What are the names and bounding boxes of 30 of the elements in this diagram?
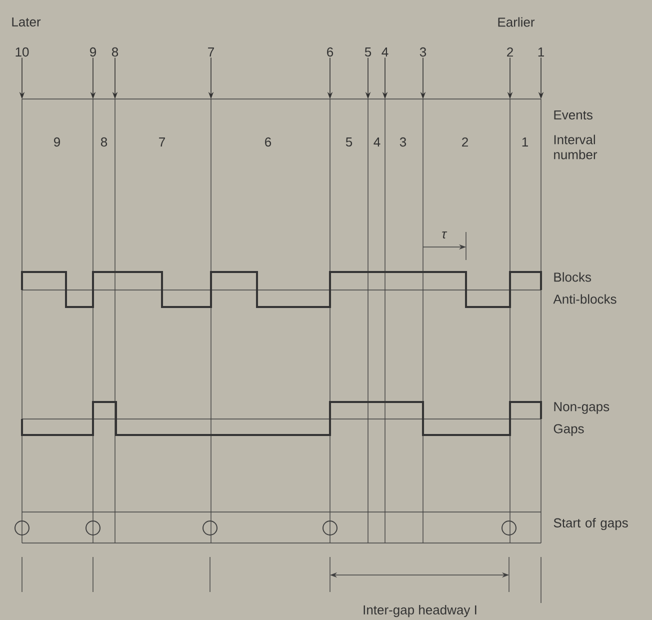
interval-number: 1 — [522, 138, 528, 146]
event-number: 9 — [90, 47, 96, 57]
event-number: 5 — [364, 47, 372, 57]
interval-number: 6 — [265, 137, 272, 147]
signal-label: Non-gaps — [554, 402, 610, 414]
interval-number: 5 — [346, 137, 352, 147]
interval-number: 8 — [100, 137, 108, 147]
dimension-label: Inter-gap headway I — [364, 604, 476, 618]
event-number: 8 — [112, 47, 118, 57]
event-number: 4 — [382, 48, 388, 56]
event-number: 6 — [327, 47, 334, 57]
event-number: 10 — [16, 47, 29, 57]
axis-label: Later — [12, 17, 41, 27]
event-number: 3 — [420, 47, 426, 57]
signal-label: Anti-blocks — [553, 294, 616, 304]
event-number: 2 — [507, 47, 513, 57]
dimension-label: τ — [442, 232, 448, 238]
interval-number: 3 — [400, 137, 406, 147]
event-number: 1 — [538, 48, 544, 56]
signal-label: Events — [554, 110, 592, 120]
event-number: 7 — [208, 48, 214, 56]
signal-label: Blocks — [554, 272, 592, 282]
signal-label: Gaps — [554, 424, 584, 436]
signal-label: Start of gaps — [554, 518, 628, 530]
interval-number: 4 — [374, 138, 380, 146]
interval-number: 9 — [54, 137, 60, 147]
axis-label: Earlier — [498, 17, 535, 27]
interval-number: 7 — [159, 138, 165, 146]
signal-label: Interval number — [554, 134, 598, 160]
interval-number: 2 — [462, 137, 468, 147]
